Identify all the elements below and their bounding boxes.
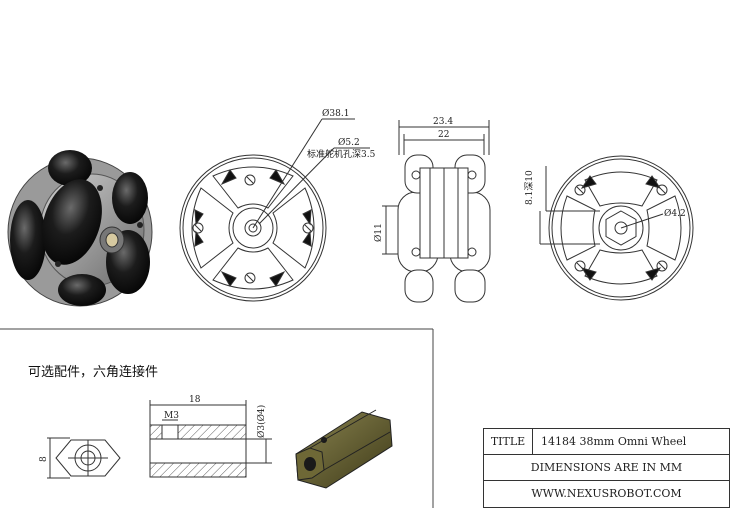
units-row: DIMENSIONS ARE IN MM [484,454,729,481]
front-view [179,118,370,302]
omni-wheel-render [7,150,153,307]
side-overall-width-label: 23.4 [433,117,453,127]
side-inner-width-label: 22 [438,130,449,140]
side-view [382,120,491,303]
title-value: 14184 38mm Omni Wheel [541,435,687,448]
back-hex-hole-label: Ø4.2 [664,208,686,219]
back-depth-note: 8.1深10 [524,170,535,205]
website-text: WWW.NEXUSROBOT.COM [531,486,682,500]
side-hub-dia-label: Ø11 [373,223,384,242]
hex-height-label: 8 [39,456,49,462]
optional-part-title: 可选配件，六角连接件 [28,365,159,380]
front-hole-note: 标准舵机孔深3.5 [307,148,376,160]
title-label: TITLE [484,429,533,454]
hex-end-view [47,437,121,479]
title-row: TITLE 14184 38mm Omni Wheel [484,429,729,455]
back-view [539,155,694,301]
hex-bore-label: Ø3(Ø4) [256,405,267,438]
website-row: WWW.NEXUSROBOT.COM [484,480,729,506]
hex-connector-render [295,409,393,489]
title-block: TITLE 14184 38mm Omni Wheel DIMENSIONS A… [483,428,730,508]
front-hole-dia-label: Ø5.2 [338,137,360,148]
optional-part-frame [0,328,434,508]
hex-section-view [149,400,272,478]
front-outer-dia-label: Ø38.1 [322,108,349,119]
units-note: DIMENSIONS ARE IN MM [530,460,683,474]
hex-length-label: 18 [189,395,201,405]
hex-thread-label: M3 [164,411,179,421]
